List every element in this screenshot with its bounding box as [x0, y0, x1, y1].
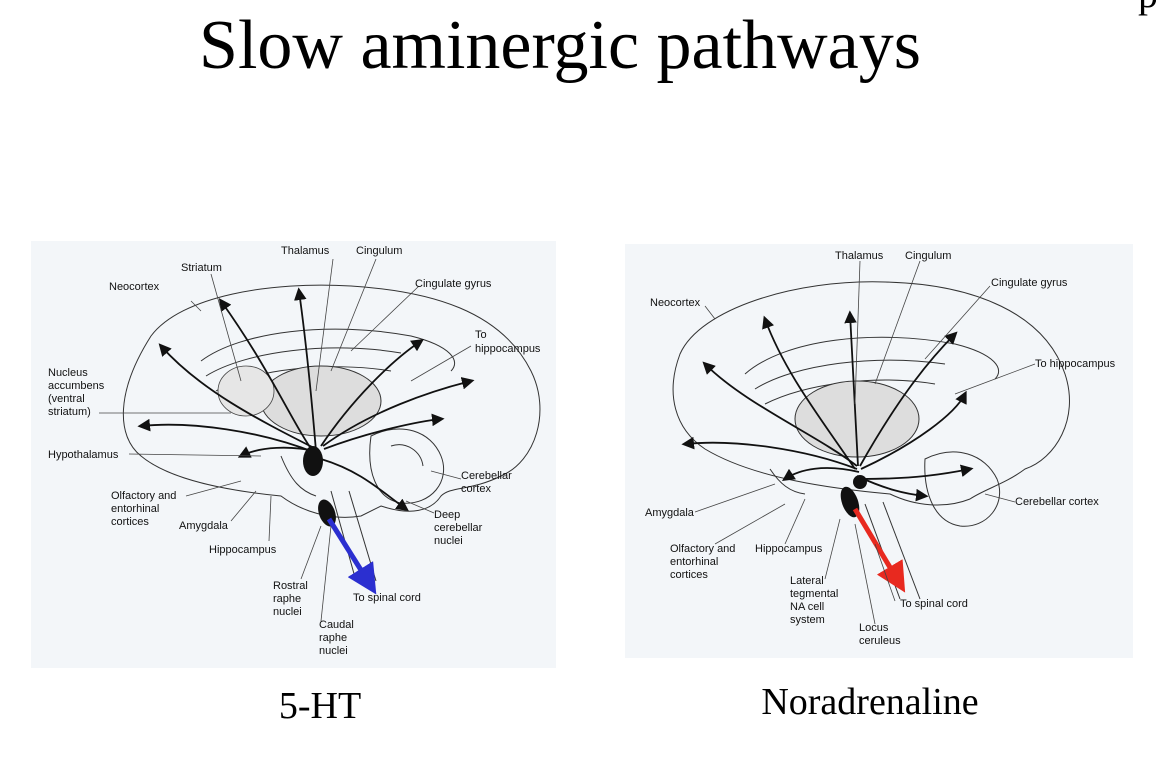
label-cingulate-gyrus: Cingulate gyrus	[991, 277, 1068, 289]
label-spinal-cord: To spinal cord	[353, 592, 421, 604]
label-hypothalamus: Hypothalamus	[48, 449, 119, 461]
noradrenaline-projections	[681, 310, 974, 593]
label-to-hippocampus: To hippocampus	[1035, 358, 1116, 370]
label-amygdala: Amygdala	[179, 520, 229, 532]
leader-lines	[99, 258, 472, 622]
label-to-hippocampus-1: To	[475, 329, 487, 341]
caption-5ht: 5-HT	[278, 685, 362, 727]
label-olfactory-2: entorhinal	[111, 503, 159, 515]
label-locus-2: ceruleus	[859, 635, 901, 647]
label-thalamus: Thalamus	[281, 245, 330, 257]
label-cerebellar-cortex: Cerebellar cortex	[1015, 496, 1099, 508]
label-neocortex: Neocortex	[109, 281, 160, 293]
label-deep-3: nuclei	[434, 535, 463, 547]
label-lateral-3: NA cell	[790, 601, 824, 613]
serotonin-diagram: Thalamus Cingulum Striatum Neocortex Cin…	[48, 245, 541, 657]
leader-lines	[694, 260, 1036, 625]
label-caudal-3: nuclei	[319, 645, 348, 657]
label-cerebellar-2: cortex	[461, 483, 491, 495]
label-rostral-3: nuclei	[273, 606, 302, 618]
label-cingulate-gyrus: Cingulate gyrus	[415, 278, 492, 290]
serotonin-projections	[137, 287, 475, 595]
noradrenaline-diagram-panel: Thalamus Cingulum Cingulate gyrus Neocor…	[625, 244, 1133, 658]
label-olfactory-1: Olfactory and	[670, 543, 735, 555]
label-spinal-cord: To spinal cord	[900, 598, 968, 610]
label-nucleus-3: (ventral	[48, 393, 85, 405]
label-lateral-4: system	[790, 614, 825, 626]
caption-noradrenaline: Noradrenaline	[761, 681, 979, 723]
corner-glyph: p	[1138, 0, 1156, 17]
slide-title: Slow aminergic pathways	[199, 7, 921, 84]
label-locus-1: Locus	[859, 622, 889, 634]
label-nucleus-1: Nucleus	[48, 367, 88, 379]
label-rostral-2: raphe	[273, 593, 301, 605]
label-neocortex: Neocortex	[650, 297, 701, 309]
label-caudal-1: Caudal	[319, 619, 354, 631]
label-rostral-1: Rostral	[273, 580, 308, 592]
label-deep-1: Deep	[434, 509, 460, 521]
label-nucleus-4: striatum)	[48, 406, 91, 418]
label-cingulum: Cingulum	[905, 250, 951, 262]
noradrenaline-diagram: Thalamus Cingulum Cingulate gyrus Neocor…	[645, 250, 1116, 647]
label-lateral-2: tegmental	[790, 588, 838, 600]
label-olfactory-3: cortices	[111, 516, 149, 528]
label-cerebellar-1: Cerebellar	[461, 470, 512, 482]
label-striatum: Striatum	[181, 262, 222, 274]
label-to-hippocampus-2: hippocampus	[475, 343, 541, 355]
label-cingulum: Cingulum	[356, 245, 402, 257]
label-hippocampus: Hippocampus	[209, 544, 277, 556]
label-olfactory-1: Olfactory and	[111, 490, 176, 502]
label-olfactory-2: entorhinal	[670, 556, 718, 568]
serotonin-diagram-panel: Thalamus Cingulum Striatum Neocortex Cin…	[31, 241, 556, 668]
label-nucleus-2: accumbens	[48, 380, 105, 392]
label-hippocampus: Hippocampus	[755, 543, 823, 555]
brain-outline	[672, 281, 1070, 600]
label-lateral-1: Lateral	[790, 575, 824, 587]
label-olfactory-3: cortices	[670, 569, 708, 581]
label-amygdala: Amygdala	[645, 507, 695, 519]
label-deep-2: cerebellar	[434, 522, 483, 534]
label-thalamus: Thalamus	[835, 250, 884, 262]
label-caudal-2: raphe	[319, 632, 347, 644]
